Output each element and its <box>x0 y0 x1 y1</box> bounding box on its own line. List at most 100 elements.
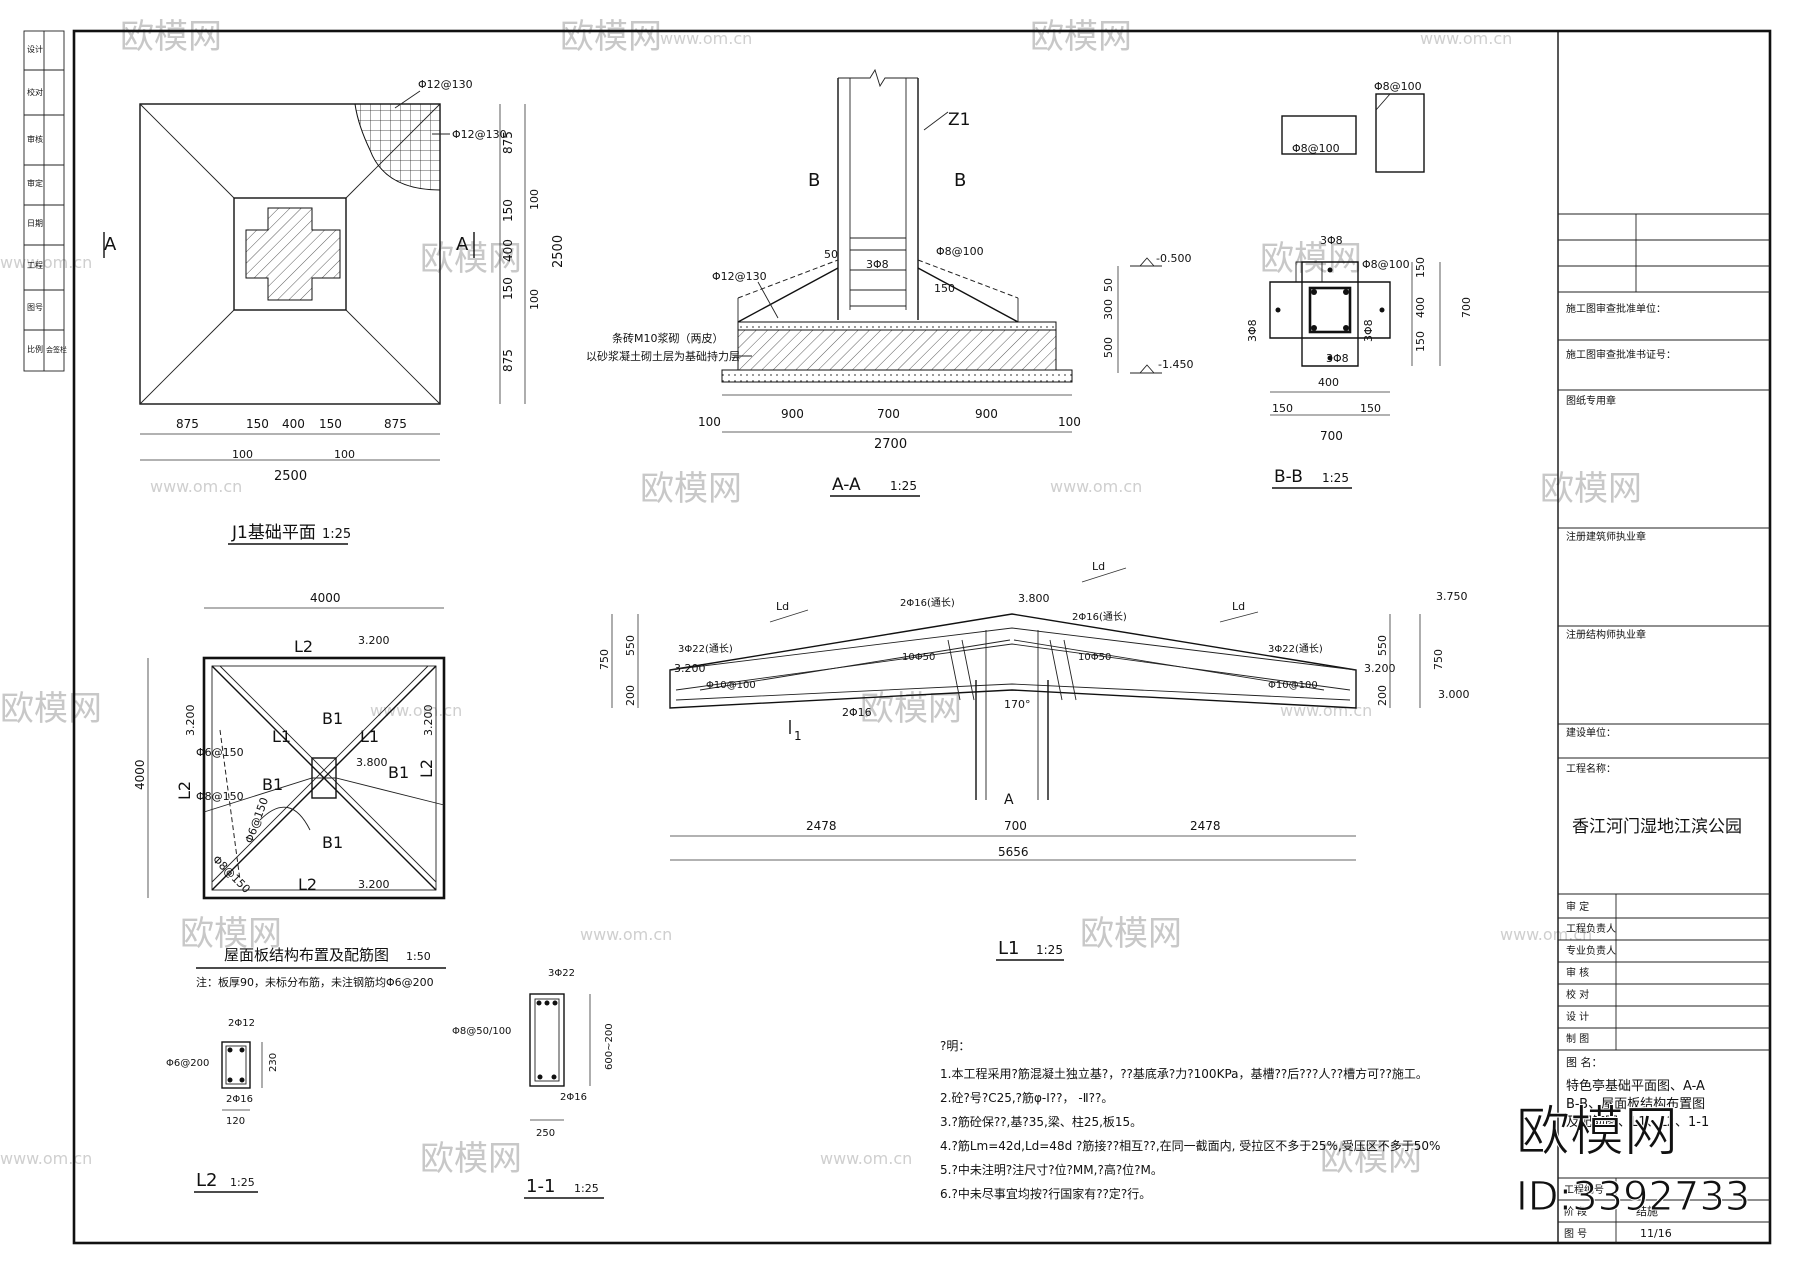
watermark-brand: 欧模网 <box>1540 469 1642 509</box>
stirrup-details: Φ8@100 Φ8@100 <box>1281 80 1425 173</box>
watermark-layer: 欧模网 欧模网 欧模网 欧模网 欧模网 欧模网 欧模网 欧模网 欧模网 欧模网 … <box>0 17 1642 1179</box>
drawing-name-label: 图 名： <box>1566 1055 1603 1069</box>
rebar-label: Φ10@100 <box>1268 680 1318 691</box>
design-notes: ?明： 1.本工程采用?筋混凝土独立基?，??基底承?力?100KPa，基槽??… <box>940 1039 1440 1201</box>
section-11: 3Φ22 Φ8@50/100 2Φ16 600~200 250 1-1 1:25 <box>452 968 615 1199</box>
note-item: 5.?中未注明?注尺寸?位?MM,?高?位?M。 <box>940 1162 1163 1177</box>
beam-label: L2 <box>175 781 194 800</box>
drawing-title: A-A <box>832 475 861 495</box>
beam-label: L1 <box>272 727 291 746</box>
rebar-label: 2Φ16 <box>226 1094 253 1105</box>
dim-label: 750 <box>1432 649 1445 670</box>
drawing-name: 特色亭基础平面图、A-A <box>1566 1078 1705 1094</box>
rebar-label: 2Φ16 <box>842 706 872 719</box>
watermark-url: www.om.cn <box>820 1149 912 1168</box>
strip-label: 图号 <box>27 303 43 312</box>
column-mark: Z1 <box>948 110 970 130</box>
drawing-title: 1-1 <box>526 1176 555 1197</box>
section-mark: A <box>456 234 469 255</box>
section-bb: 3Φ8 Φ8@100 3Φ8 3Φ8 3Φ8 150 400 150 700 4… <box>1246 234 1473 489</box>
rebar-label: 2Φ12 <box>228 1018 255 1029</box>
elevation-label: -1.450 <box>1158 358 1193 371</box>
watermark-brand: 欧模网 <box>560 17 662 57</box>
titleblock-label: 建设单位： <box>1566 726 1616 739</box>
rebar-label: 2Φ16(通长) <box>1072 611 1127 623</box>
drawing-scale: 1:25 <box>230 1176 255 1189</box>
dim-label: 400 <box>1414 297 1427 318</box>
strip-label: 比例 <box>27 344 43 354</box>
l1-beam-elevation: 3.800 3.750 3.200 3.200 3.000 2Φ16(通长) 2… <box>598 560 1470 961</box>
sign-label: 制 图 <box>1566 1032 1589 1045</box>
watermark-brand: 欧模网 <box>1030 17 1132 57</box>
j1-foundation-plan: Φ12@130 Φ12@130 A A 875 150 400 150 875 … <box>103 78 566 545</box>
section-mark: B <box>808 170 820 191</box>
section-mark: B <box>954 170 966 191</box>
drawing-title: J1基础平面 <box>231 523 316 543</box>
dim-total: 2500 <box>551 235 566 268</box>
elevation-label: 3.200 <box>184 705 197 737</box>
dim-label: 150 <box>501 277 515 300</box>
dim-label: 200 <box>624 685 637 706</box>
dim-label: 100 <box>528 189 541 210</box>
titleblock-label: 工程名称： <box>1566 762 1616 775</box>
watermark-url: www.om.cn <box>1280 701 1372 720</box>
dim-label: 900 <box>975 407 998 421</box>
watermark-url: www.om.cn <box>0 1149 92 1168</box>
titleblock-label: 图纸专用章 <box>1566 394 1616 407</box>
drawing-scale: 1:25 <box>574 1182 599 1195</box>
drawing-scale: 1:25 <box>322 527 351 542</box>
slab-label: B1 <box>388 763 409 782</box>
titleblock-label: 施工图审查批准书证号： <box>1566 348 1676 361</box>
dim-label: 2478 <box>1190 819 1221 833</box>
sheet-no-label: 图 号 <box>1564 1228 1587 1240</box>
rebar-label: Φ8@150 <box>210 853 253 896</box>
note-item: 6.?中未尽事宜均按?行国家有??定?行。 <box>940 1186 1151 1201</box>
watermark-brand: 欧模网 <box>1080 914 1182 954</box>
sheet-no-value: 11/16 <box>1640 1227 1672 1240</box>
drawing-title: L2 <box>196 1170 217 1191</box>
rebar-label: Φ6@200 <box>166 1058 209 1069</box>
section-aa: Z1 B B Φ8@100 3Φ8 50 150 Φ12@130 条砖M10浆砌… <box>586 68 1193 497</box>
elevation-label: 3.800 <box>1018 592 1050 605</box>
strip-label: 审核 <box>27 134 43 144</box>
watermark-brand: 欧模网 <box>120 17 222 57</box>
dim-label: 150 <box>1360 402 1381 415</box>
beam-label: L2 <box>294 637 313 656</box>
dim-label: 150 <box>934 282 955 295</box>
note-item: 4.?筋Lm=42d,Ld=48d ?筋接??相互??,在同一截面内, 受拉区不… <box>940 1138 1440 1153</box>
section-mark: 1 <box>794 729 802 743</box>
rebar-label: 3Φ22(通长) <box>678 643 733 655</box>
slab-label: B1 <box>262 775 283 794</box>
rebar-label: Φ8@100 <box>1362 258 1410 271</box>
dim-total: 700 <box>1320 429 1343 443</box>
strip-label: 设计 <box>27 44 43 54</box>
watermark-id: ID:3392733 <box>1516 1174 1750 1220</box>
elevation-label: 3.750 <box>1436 590 1468 603</box>
work-no-label: 工程编号 <box>1564 1183 1604 1196</box>
rebar-label: 3Φ8 <box>1320 234 1343 247</box>
stage-label: 阶 段 <box>1564 1205 1587 1218</box>
dim-label: 400 <box>282 417 305 431</box>
note-text: 条砖M10浆砌（两皮） <box>612 331 724 345</box>
dim-label: 230 <box>268 1053 279 1072</box>
elevation-label: 3.200 <box>358 634 390 647</box>
left-revision-strip: 设计 校对 审核 审定 日期 工程 图号 比例 会签栏 <box>23 30 67 372</box>
sign-label: 设 计 <box>1566 1010 1589 1023</box>
drawing-frame <box>72 29 1772 1245</box>
titleblock-label: 注册结构师执业章 <box>1566 628 1646 641</box>
dim-label: 100 <box>334 448 355 461</box>
rebar-label: 3Φ8 <box>1326 352 1349 365</box>
rebar-label: Φ8@100 <box>936 245 984 258</box>
section-mark: A <box>104 234 117 255</box>
ld-label: Ld <box>776 600 789 613</box>
dim-label: 875 <box>501 131 515 154</box>
dim-label: 50 <box>1102 278 1115 292</box>
dim-label: 100 <box>528 289 541 310</box>
sign-label: 校 对 <box>1566 988 1589 1001</box>
drawing-name: 及配筋图、L1、L2、1-1 <box>1566 1114 1709 1130</box>
stage-value: 结施 <box>1636 1205 1658 1218</box>
dim-label: 300 <box>1102 299 1115 320</box>
sign-label: 审 核 <box>1566 966 1589 979</box>
rebar-label: 3Φ8 <box>1362 319 1375 342</box>
l2-beam-section: 2Φ12 Φ6@200 2Φ16 230 120 L2 1:25 <box>166 1018 279 1193</box>
